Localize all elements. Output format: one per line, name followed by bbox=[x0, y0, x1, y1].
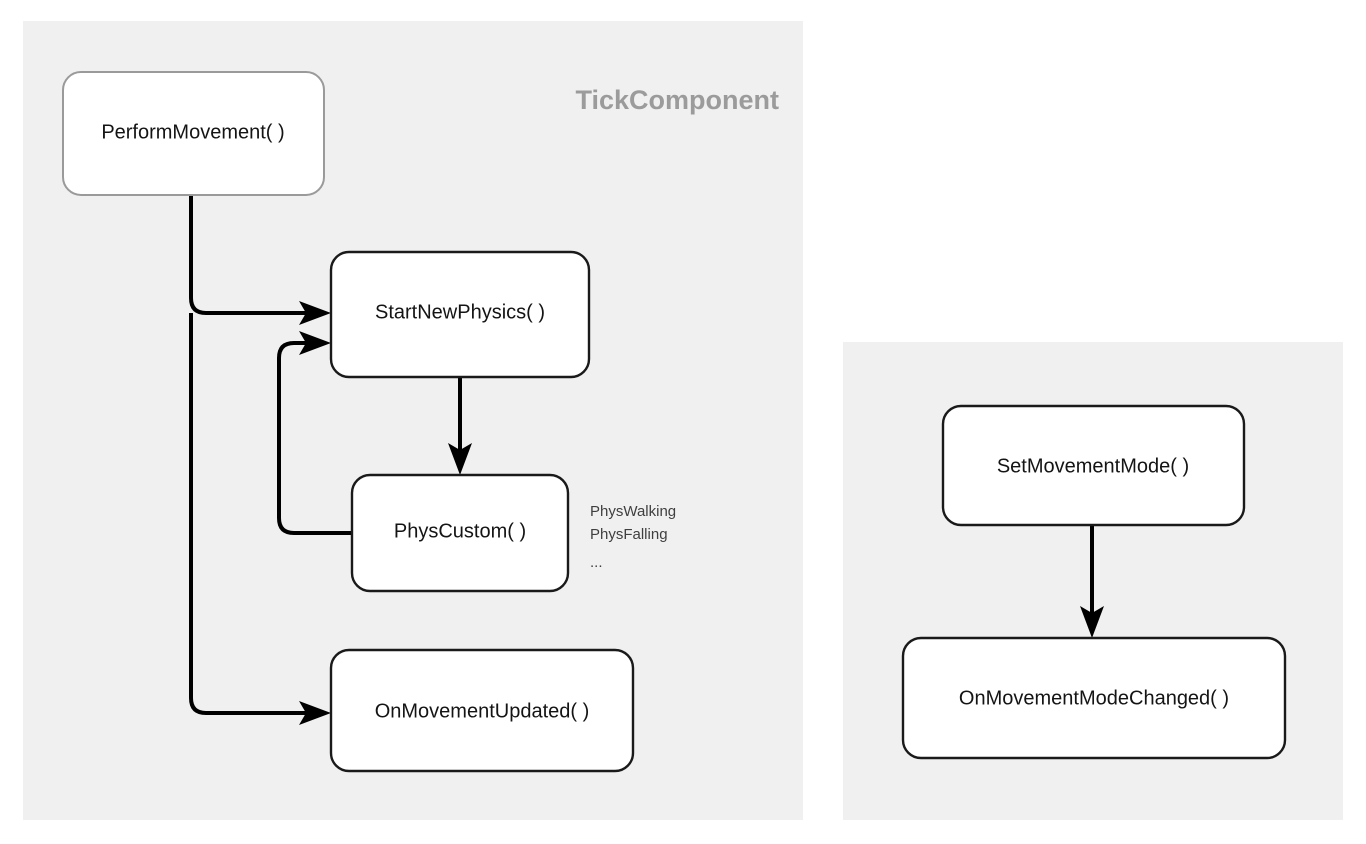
node-phys-custom[interactable]: PhysCustom( ) bbox=[350, 473, 570, 593]
edges-layer bbox=[189, 195, 1104, 725]
nodes-layer: PerformMovement( ) StartNewPhysics( ) Ph… bbox=[62, 71, 1287, 773]
edge-perform-to-onmovementupdated bbox=[189, 313, 331, 725]
node-phys-custom-box[interactable] bbox=[350, 473, 570, 593]
node-phys-custom-label: PhysCustom( ) bbox=[394, 520, 526, 542]
node-perform-movement[interactable]: PerformMovement( ) bbox=[62, 71, 325, 196]
node-on-movement-mode-changed-label: OnMovementModeChanged( ) bbox=[959, 687, 1229, 709]
annotation-line-ellipsis: ... bbox=[590, 554, 603, 571]
node-set-movement-mode-box[interactable] bbox=[941, 404, 1246, 527]
node-start-new-physics[interactable]: StartNewPhysics( ) bbox=[329, 250, 591, 379]
annotation-line-phys-walking: PhysWalking bbox=[590, 503, 676, 520]
arrowhead-icon bbox=[299, 331, 331, 355]
node-on-movement-updated[interactable]: OnMovementUpdated( ) bbox=[329, 648, 635, 773]
node-start-new-physics-box[interactable] bbox=[329, 250, 591, 379]
annotation-line-phys-falling: PhysFalling bbox=[590, 526, 668, 543]
edge-setmovementmode-to-onmovementmodechanged bbox=[1080, 525, 1104, 638]
arrowhead-icon bbox=[448, 443, 472, 475]
arrowhead-icon bbox=[1080, 606, 1104, 638]
node-set-movement-mode-label: SetMovementMode( ) bbox=[997, 455, 1189, 477]
node-perform-movement-label: PerformMovement( ) bbox=[101, 121, 284, 143]
edge-perform-to-startnewphysics bbox=[189, 195, 331, 325]
group-title-tick-component: TickComponent bbox=[575, 85, 779, 115]
arrowhead-icon bbox=[299, 301, 331, 325]
annotation-phys-custom-modes: PhysWalking PhysFalling ... bbox=[590, 503, 676, 571]
node-start-new-physics-label: StartNewPhysics( ) bbox=[375, 301, 545, 323]
node-on-movement-mode-changed-box[interactable] bbox=[901, 636, 1287, 760]
node-on-movement-updated-box[interactable] bbox=[329, 648, 635, 773]
arrowhead-icon bbox=[299, 701, 331, 725]
node-set-movement-mode[interactable]: SetMovementMode( ) bbox=[941, 404, 1246, 527]
edge-physcustom-to-startnewphysics bbox=[277, 331, 352, 535]
node-perform-movement-box[interactable] bbox=[62, 71, 325, 196]
node-on-movement-mode-changed[interactable]: OnMovementModeChanged( ) bbox=[901, 636, 1287, 760]
edge-startnewphysics-to-physcustom bbox=[448, 377, 472, 475]
node-on-movement-updated-label: OnMovementUpdated( ) bbox=[375, 700, 590, 722]
